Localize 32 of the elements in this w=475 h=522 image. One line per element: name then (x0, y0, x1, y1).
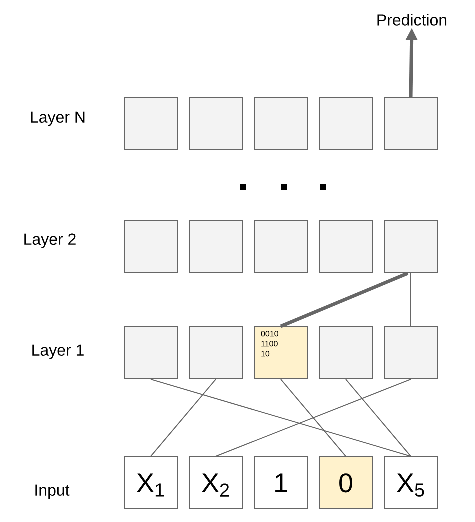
layer-label: Layer N (31, 112, 85, 126)
neuron-box (319, 220, 373, 274)
neuron-box (254, 220, 308, 274)
connection-line (150, 379, 216, 457)
neuron-box (124, 98, 178, 150)
connection-line (280, 379, 346, 457)
neuron-box (254, 98, 308, 150)
neuron-box (189, 326, 243, 380)
input-box: 1 (254, 456, 308, 510)
layer-label: Layer 2 (24, 234, 76, 248)
neuron-box (384, 326, 438, 380)
connection-line (150, 379, 412, 457)
input-box: X$_{5}$ (384, 456, 438, 510)
neuron-box (319, 326, 373, 380)
connection-line (346, 379, 412, 457)
layer-label: Layer 1 (32, 344, 84, 360)
neuron-box (189, 98, 243, 150)
neuron-box (384, 220, 438, 274)
output-label: Prediction (378, 14, 447, 26)
neuron-box: 0010 1100 10 (254, 326, 308, 380)
neuron-box (189, 220, 243, 274)
neuron-box (124, 220, 178, 274)
neuron-box (124, 326, 178, 380)
connection-line (216, 379, 412, 457)
layer-label: Input (36, 484, 70, 500)
input-box: X$_{2}$ (189, 456, 243, 510)
connection-line (410, 273, 412, 327)
connection-line (280, 272, 409, 328)
neuron-box (319, 98, 373, 150)
input-box: 0 (319, 456, 373, 510)
input-box: X$_{1}$ (124, 456, 178, 510)
neuron-box (384, 98, 438, 150)
